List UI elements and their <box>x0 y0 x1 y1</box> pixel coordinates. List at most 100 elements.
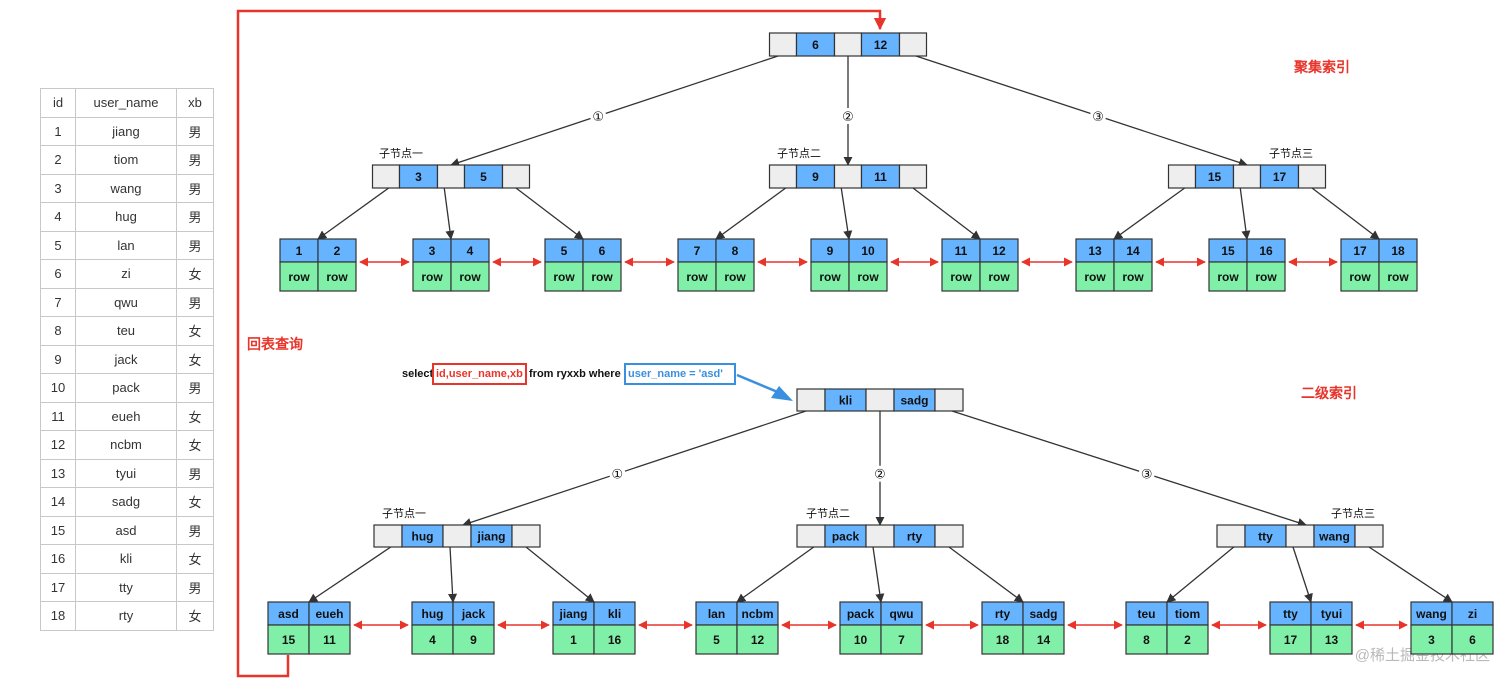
leaf-key: lan <box>708 607 725 621</box>
leaf-key: kli <box>608 607 621 621</box>
where-condition-box <box>624 363 736 385</box>
pointer-cell <box>865 524 895 548</box>
branch-number-bg <box>1138 465 1155 482</box>
leaf-value-cell <box>981 624 1024 655</box>
secondary-leaf-branch-edge <box>872 546 885 603</box>
node-key: 6 <box>812 38 819 52</box>
cell-id: 18 <box>40 601 76 631</box>
child-node-label: 子节点三 <box>1269 147 1313 160</box>
secondary-leaf-branch-edge <box>948 546 1024 603</box>
leaf-key: tiom <box>1175 607 1200 621</box>
cell-id: 14 <box>40 487 76 517</box>
leaf-value: 15 <box>282 633 296 647</box>
leaf-value: row <box>724 270 746 284</box>
leaf-key: 14 <box>1126 244 1140 258</box>
pointer-cell <box>934 524 964 548</box>
leaf-key: 18 <box>1391 244 1405 258</box>
leaf-key: 17 <box>1353 244 1367 258</box>
leaf-value: row <box>1349 270 1371 284</box>
leaf-value: row <box>988 270 1010 284</box>
leaf-value-cell <box>1113 261 1153 292</box>
cell-xb: 女 <box>176 544 214 574</box>
cell-user-name: tty <box>75 572 177 602</box>
cell-id: 16 <box>40 544 76 574</box>
leaf-key: 1 <box>296 244 303 258</box>
cell-xb: 女 <box>176 259 214 289</box>
leaf-value-cell <box>1022 624 1065 655</box>
child-node-label: 子节点三 <box>1331 507 1375 520</box>
branch-number: ③ <box>1141 467 1153 482</box>
leaf-value-cell <box>736 624 779 655</box>
pointer-cell <box>833 32 863 57</box>
leaf-value: 3 <box>1428 633 1435 647</box>
leaf-value: row <box>421 270 443 284</box>
leaf-key: wang <box>1415 607 1447 621</box>
clustered-leaf-branch-edge <box>840 187 853 240</box>
leaf-value: 6 <box>1469 633 1476 647</box>
leaf-key: jiang <box>558 607 587 621</box>
pointer-cell <box>768 32 798 57</box>
leaf-key: 8 <box>732 244 739 258</box>
cell-xb: 女 <box>176 401 214 431</box>
leaf-key: asd <box>278 607 299 621</box>
cell-xb: 男 <box>176 373 214 403</box>
clustered-index-label: 聚集索引 <box>1293 59 1350 75</box>
cell-user-name: teu <box>75 316 177 346</box>
cell-xb: 男 <box>176 458 214 488</box>
leaf-key: 9 <box>827 244 834 258</box>
node-key: 15 <box>1208 170 1222 184</box>
leaf-value: 2 <box>1184 633 1191 647</box>
selected-columns-box <box>432 363 527 385</box>
cell-id: 10 <box>40 373 76 403</box>
branch-number: ① <box>592 109 604 124</box>
leaf-value: row <box>326 270 348 284</box>
pointer-cell <box>796 388 826 412</box>
leaf-key: 7 <box>694 244 701 258</box>
edges-layer <box>308 55 1453 630</box>
leaf-value-cell <box>979 261 1019 292</box>
clustered-leaf-branch-edge <box>1113 187 1186 240</box>
leaf-value: 11 <box>323 633 336 647</box>
leaf-value-cell <box>279 261 319 292</box>
cell-user-name: sadg <box>75 487 177 517</box>
pointer-cell <box>1232 164 1262 189</box>
pointer-cell <box>373 524 403 548</box>
column-header-id: id <box>40 88 76 118</box>
branch-number-bg <box>1090 107 1107 124</box>
pointer-cell <box>1167 164 1197 189</box>
leaf-value: 10 <box>854 633 868 647</box>
leaf-value: 4 <box>429 633 436 647</box>
pointer-cell <box>371 164 401 189</box>
where-condition: user_name = 'asd' <box>628 368 723 380</box>
clustered-leaf-branch-edge <box>1239 187 1251 240</box>
pointer-cell <box>442 524 472 548</box>
leaf-value-cell <box>411 624 454 655</box>
cell-xb: 男 <box>176 515 214 545</box>
leaf-value: 14 <box>1037 633 1051 647</box>
leaf-value-cell <box>1166 624 1209 655</box>
leaf-key: eueh <box>315 607 343 621</box>
pointer-cell <box>1297 164 1327 189</box>
leaf-value: row <box>1122 270 1144 284</box>
leaf-value-cell <box>839 624 882 655</box>
cell-user-name: wang <box>75 173 177 203</box>
secondary-index-label: 二级索引 <box>1301 385 1357 401</box>
leaf-value: 7 <box>898 633 905 647</box>
